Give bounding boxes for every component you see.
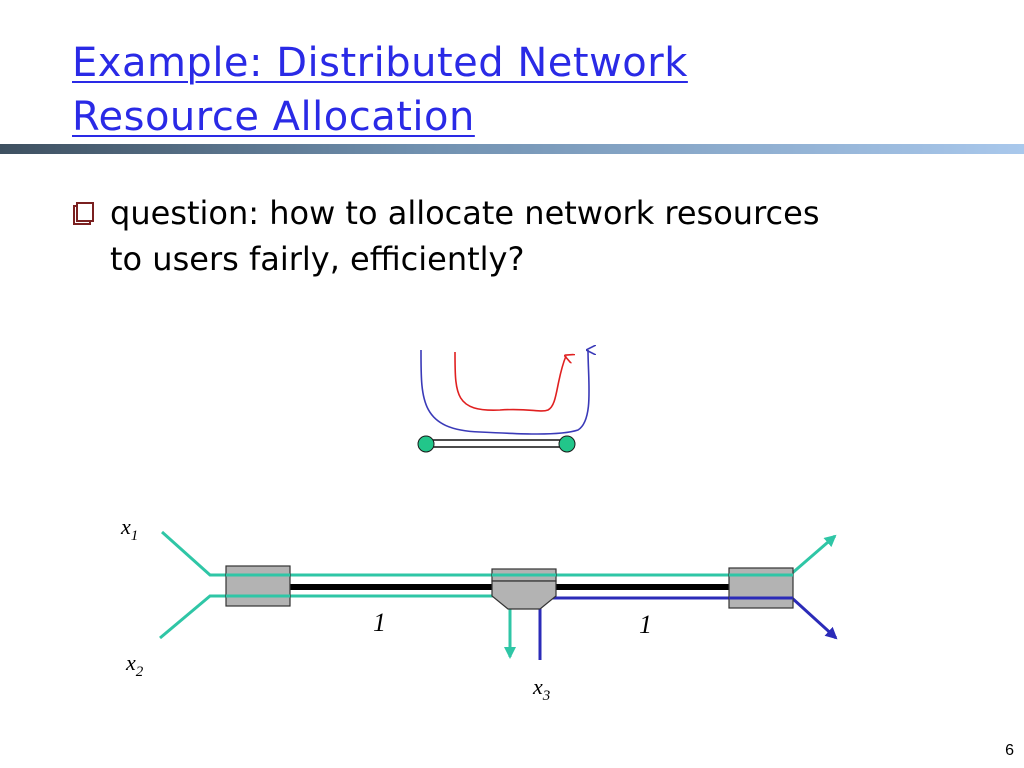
flow-label-x3: x3 [532, 674, 550, 704]
small-link-bar [425, 439, 568, 448]
right-node-dot [558, 435, 576, 453]
flow-label-x1: x1 [120, 514, 138, 544]
shared-link-illustration [417, 350, 589, 453]
title-divider-bar [0, 144, 1024, 154]
title-line-1: Example: Distributed Network [72, 40, 688, 86]
router-left [225, 565, 291, 607]
slide-title: Example: Distributed Network Resource Al… [72, 36, 688, 144]
flow-x2-path [159, 594, 516, 659]
title-line-2: Resource Allocation [72, 94, 475, 140]
router-middle [491, 568, 557, 610]
page-number: 6 [1005, 742, 1014, 759]
router-right [728, 567, 794, 609]
checkbox-bullet-icon [73, 202, 94, 225]
link-capacity-left: 1 [373, 608, 386, 637]
bullet-text: question: how to allocate network resour… [110, 194, 820, 278]
link-capacity-right: 1 [639, 610, 652, 639]
left-node-dot [417, 435, 435, 453]
bullet-item: question: how to allocate network resour… [72, 190, 852, 282]
red-flow-curve [454, 351, 566, 412]
flow-label-x2: x2 [125, 650, 144, 680]
flow-x3-path [538, 596, 838, 660]
navy-flow-curve [420, 350, 589, 435]
